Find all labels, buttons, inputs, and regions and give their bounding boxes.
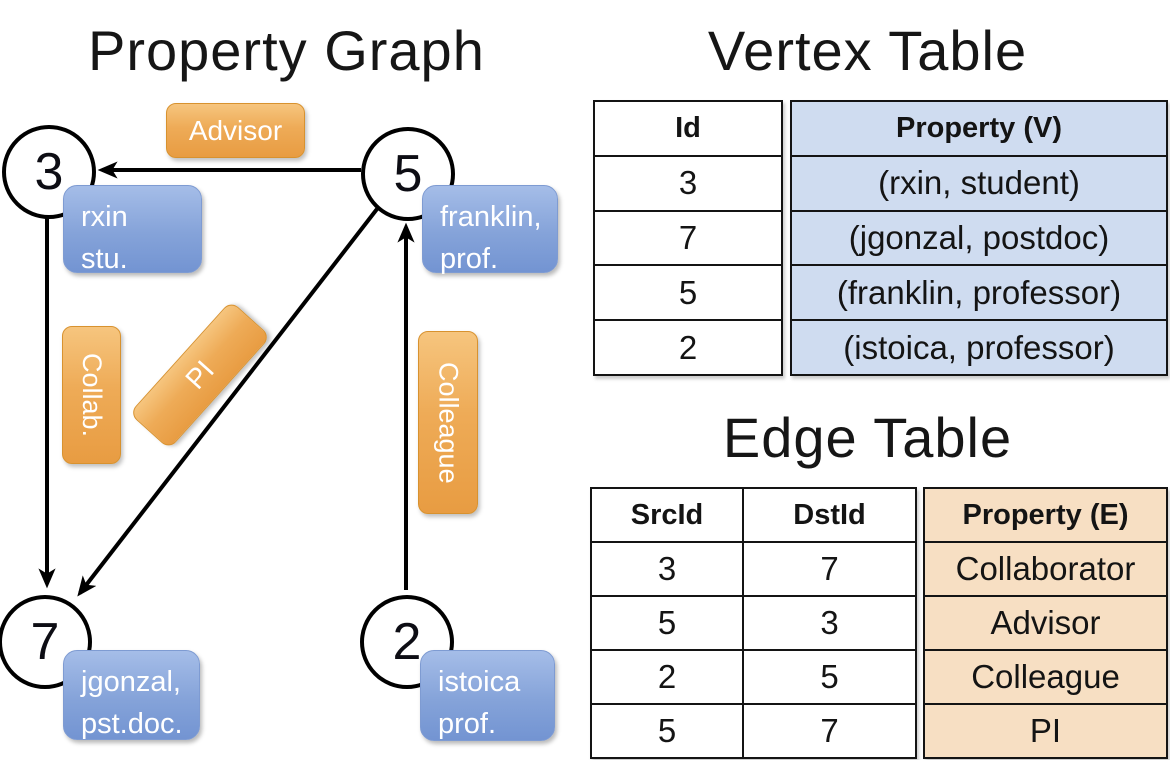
edge-table-dst-cell: 3 <box>742 597 915 649</box>
vertex-label-2-line2: prof. <box>438 708 497 741</box>
graph-edges-layer <box>38 161 415 597</box>
edge-table-src-dst-columns: SrcId DstId 3 7 5 3 2 5 5 7 <box>590 487 917 759</box>
edge-table-row: 5 7 <box>592 703 915 757</box>
vertex-label-3-line1: rxin <box>81 201 128 233</box>
edge-pi-arrow <box>77 207 379 597</box>
vertex-table-property-cell: (jgonzal, postdoc) <box>792 209 1166 265</box>
node-2-id: 2 <box>392 613 422 671</box>
vertex-label-7-line2: pst.doc. <box>81 708 183 741</box>
node-5-id: 5 <box>393 145 423 203</box>
vertex-table-property-column: Property (V) (rxin, student) (jgonzal, p… <box>790 100 1168 376</box>
vertex-table-property-cell: (franklin, professor) <box>792 264 1166 320</box>
vertex-label-5: franklin, prof. <box>422 185 558 275</box>
vertex-label-3: rxin stu. <box>63 185 202 275</box>
edge-table-header-row: SrcId DstId <box>592 489 915 541</box>
vertex-table-id-header: Id <box>675 111 701 144</box>
edge-label-collab: Collab. <box>62 326 121 464</box>
vertex-table-id-cell: 3 <box>595 154 781 210</box>
vertex-label-7-line1: jgonzal, <box>81 666 181 698</box>
graph-title: Property Graph <box>88 19 485 82</box>
edge-table-row: 2 5 <box>592 649 915 703</box>
edge-table-title: Edge Table <box>722 406 1013 469</box>
vertex-label-5-line2: prof. <box>440 243 499 276</box>
edge-table-row: 3 7 <box>592 541 915 595</box>
graph-node-5: 5 <box>361 127 455 221</box>
vertex-label-7: jgonzal, pst.doc. <box>63 650 200 740</box>
edge-label-advisor: Advisor <box>166 103 305 158</box>
vertex-label-5-line1: franklin, <box>440 201 542 233</box>
edge-table-src-cell: 3 <box>657 550 677 587</box>
vertex-label-2-line1: istoica <box>438 666 521 698</box>
vertex-table-id-cell: 2 <box>595 319 781 374</box>
vertex-table-property-cell: (istoica, professor) <box>792 319 1166 374</box>
edge-table-row: 5 3 <box>592 595 915 649</box>
edge-table-dst-header: DstId <box>742 489 915 541</box>
vertex-label-2: istoica prof. <box>420 650 555 741</box>
vertex-table-property-header: Property (V) <box>792 102 1166 155</box>
vertex-table-id-cell: 7 <box>595 209 781 265</box>
edge-table-src-cell: 5 <box>657 604 677 641</box>
edge-table-property-cell: Colleague <box>925 649 1166 703</box>
edge-table-src-cell: 2 <box>657 658 677 695</box>
vertex-table-id-column: Id 3 7 5 2 <box>593 100 783 376</box>
edge-table-property-cell: Collaborator <box>925 541 1166 595</box>
edge-table-property-header: Property (E) <box>925 489 1166 541</box>
edge-table-dst-cell: 5 <box>742 651 915 703</box>
node-3-id: 3 <box>34 143 64 201</box>
graph-node-2: 2 <box>360 595 454 689</box>
vertex-label-3-line2: stu. <box>81 243 128 276</box>
edge-table-dst-cell: 7 <box>742 705 915 757</box>
edge-table-property-cell: Advisor <box>925 595 1166 649</box>
edge-table-property-column: Property (E) Collaborator Advisor Collea… <box>923 487 1168 759</box>
vertex-table-id-cell: 5 <box>595 264 781 319</box>
edge-table-dst-cell: 7 <box>742 543 915 595</box>
node-7-id: 7 <box>30 613 60 671</box>
edge-table-src-header: SrcId <box>630 498 704 531</box>
vertex-table-title: Vertex Table <box>707 19 1028 82</box>
edge-table-src-cell: 5 <box>657 712 677 749</box>
edge-table-property-cell: PI <box>925 703 1166 757</box>
vertex-table-property-cell: (rxin, student) <box>792 154 1166 210</box>
edge-label-colleague: Colleague <box>418 331 478 514</box>
